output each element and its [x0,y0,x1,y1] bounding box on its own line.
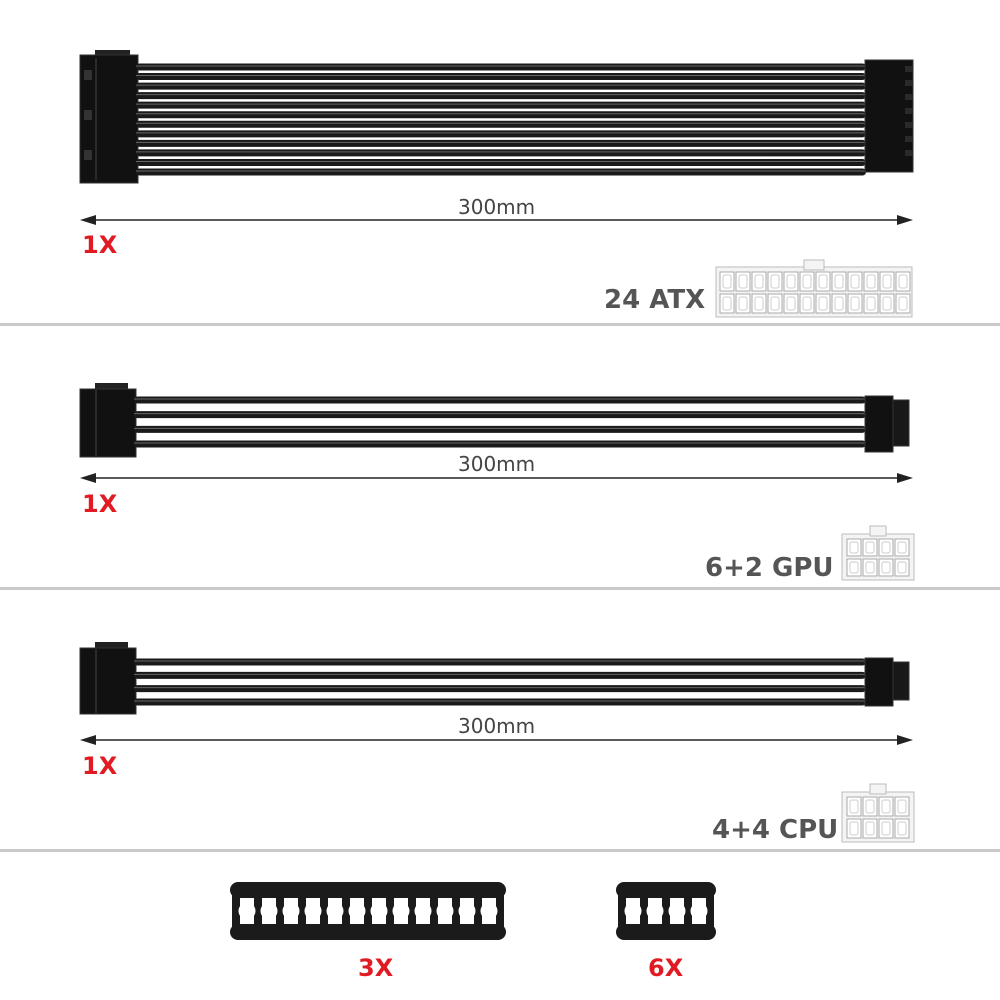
comb-slot [282,902,300,920]
large-cable-comb [230,882,506,940]
comb-slot [458,902,476,920]
small-comb-quantity: 6X [648,954,684,982]
cpu-cable-section: 300mm 1X 4+4 CPU [0,590,1000,852]
sleeved-wire [136,63,866,71]
comb-tooth [474,890,482,934]
comb-slot [668,902,686,920]
sleeved-wire [136,73,866,81]
comb-tooth [452,890,460,934]
atx-pinout-icon [715,259,913,318]
comb-slot [260,902,278,920]
comb-tooth [232,890,240,934]
atx-cable-section: 300mm 1X 24 ATX [0,0,1000,325]
gpu-quantity: 1X [82,490,118,518]
gpu-pinout-icon [841,525,915,581]
comb-tooth [364,890,372,934]
sleeved-wire [136,120,866,128]
comb-slot [414,902,432,920]
sleeved-wire [136,130,866,138]
sleeved-wire [134,396,866,404]
gpu-connector-label: 6+2 GPU [705,553,834,583]
sleeved-wire [136,149,866,157]
cable-combs-section: 3X 6X [0,852,1000,1000]
cpu-cable-illustration [79,642,913,745]
sleeved-wire [134,658,866,666]
sleeved-wire [136,82,866,90]
comb-slot [480,902,498,920]
sleeved-wire [134,685,866,693]
sleeved-wire [134,411,866,419]
comb-tooth [430,890,438,934]
sleeved-wire [136,139,866,147]
gpu-cable-illustration [79,383,913,483]
sleeved-wire [136,111,866,119]
section-divider [0,849,1000,852]
comb-tooth [320,890,328,934]
sleeved-wire [134,440,866,448]
comb-slot [646,902,664,920]
comb-tooth [706,890,714,934]
comb-tooth [618,890,626,934]
gpu-cable-section: 300mm 1X 6+2 GPU [0,326,1000,590]
comb-slot [304,902,322,920]
comb-tooth [298,890,306,934]
cpu-connector-label: 4+4 CPU [712,815,839,845]
section-divider [0,587,1000,590]
comb-slot [238,902,256,920]
sleeved-wire [134,425,866,433]
comb-tooth [276,890,284,934]
comb-tooth [684,890,692,934]
comb-slot [690,902,708,920]
cpu-length-label: 300mm [458,714,536,738]
comb-slot [348,902,366,920]
cpu-quantity: 1X [82,752,118,780]
comb-tooth [496,890,504,934]
atx-quantity: 1X [82,231,118,259]
comb-tooth [342,890,350,934]
atx-length-label: 300mm [458,195,536,219]
small-cable-comb [616,882,716,940]
sleeved-wire [134,698,866,706]
atx-cable-illustration [79,50,914,225]
large-comb-quantity: 3X [358,954,394,982]
comb-slot [370,902,388,920]
atx-connector-label: 24 ATX [604,285,706,315]
comb-slot [624,902,642,920]
gpu-length-label: 300mm [458,452,536,476]
cpu-pinout-icon [841,783,915,843]
comb-slot [392,902,410,920]
sleeved-wire [136,168,866,176]
sleeved-wire [136,101,866,109]
section-divider [0,323,1000,326]
comb-tooth [408,890,416,934]
comb-tooth [640,890,648,934]
comb-tooth [386,890,394,934]
comb-slot [436,902,454,920]
sleeved-wire [136,92,866,100]
comb-tooth [254,890,262,934]
comb-tooth [662,890,670,934]
comb-slot [326,902,344,920]
sleeved-wire [134,671,866,679]
sleeved-wire [136,158,866,166]
